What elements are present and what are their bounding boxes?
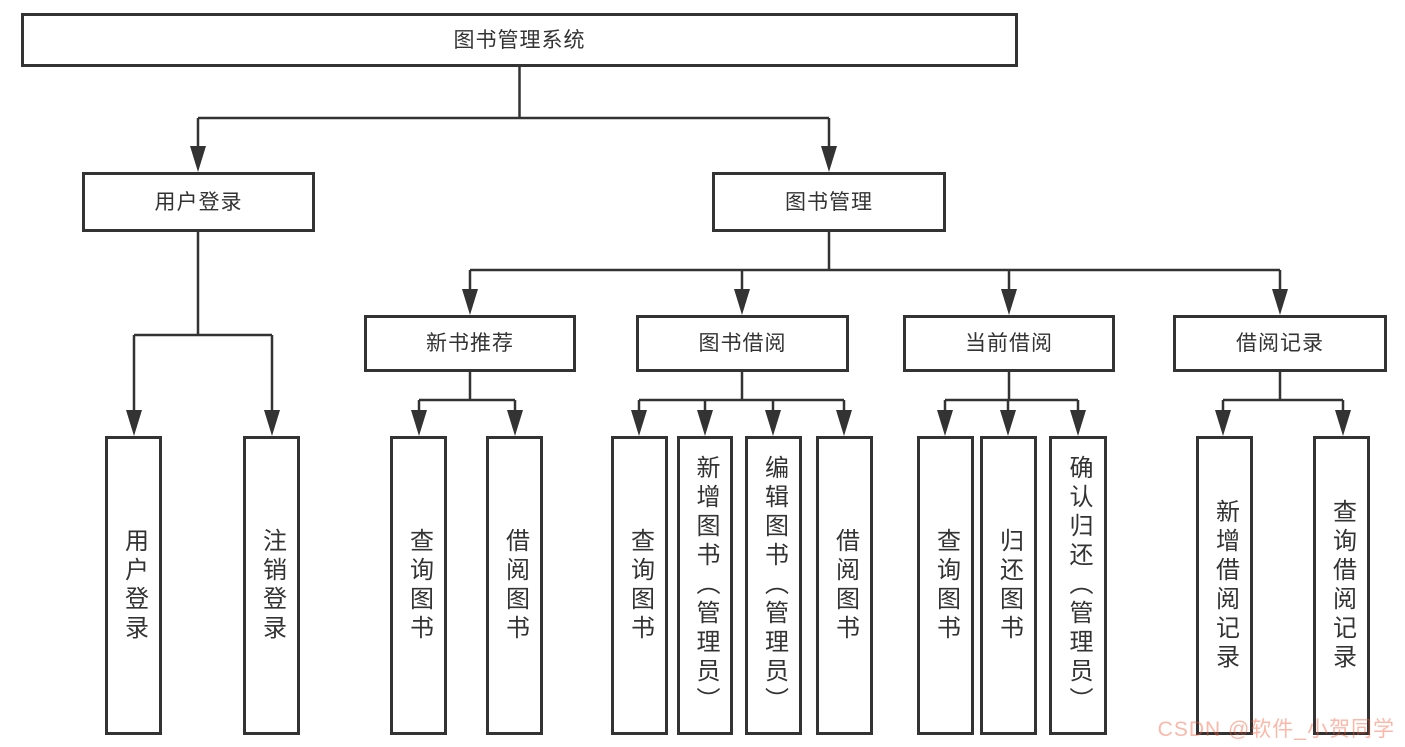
arrow-icon <box>190 146 206 172</box>
arrow-icon <box>126 410 142 436</box>
node-label: 确认归还（管理员） <box>1065 455 1092 716</box>
arrowheads <box>126 146 1351 436</box>
arrow-icon <box>264 410 280 436</box>
node-label: 查询图书 <box>405 527 433 644</box>
arrow-icon <box>411 410 427 436</box>
node-label: 图书借阅 <box>698 332 787 355</box>
arrow-icon <box>697 410 713 436</box>
node-label: 当前借阅 <box>965 332 1053 355</box>
node-label: 借阅图书 <box>501 527 529 644</box>
leaf-query-books-current: 查询图书 <box>917 436 974 735</box>
leaf-borrow-books: 借阅图书 <box>816 436 873 735</box>
arrow-icon <box>1272 289 1288 315</box>
csdn-watermark: CSDN @软件_小贺同学 <box>1157 718 1395 741</box>
node-label: 新增图书（管理员） <box>692 455 719 716</box>
leaf-confirm-return-admin: 确认归还（管理员） <box>1049 436 1107 735</box>
node-book-borrow: 图书借阅 <box>636 315 849 372</box>
arrow-icon <box>1215 410 1231 436</box>
node-label: 注销登录 <box>258 527 286 644</box>
node-label: 借阅记录 <box>1236 332 1324 355</box>
node-label: 图书管理系统 <box>453 28 586 52</box>
node-label: 用户登录 <box>120 527 148 644</box>
arrow-icon <box>1335 410 1351 436</box>
leaf-user-login: 用户登录 <box>105 436 162 735</box>
node-label: 新书推荐 <box>426 332 514 355</box>
node-label: 新增借阅记录 <box>1211 498 1239 673</box>
arrow-icon <box>631 410 647 436</box>
arrow-icon <box>1070 410 1086 436</box>
leaf-edit-books-admin: 编辑图书（管理员） <box>745 436 802 735</box>
leaf-add-borrow-record: 新增借阅记录 <box>1196 436 1253 735</box>
leaf-borrow-books-recommend: 借阅图书 <box>486 436 543 735</box>
node-label: 用户登录 <box>154 190 243 214</box>
leaf-query-books-recommend: 查询图书 <box>390 436 447 735</box>
arrow-icon <box>734 289 750 315</box>
node-label: 归还图书 <box>995 527 1023 644</box>
node-label: 图书管理 <box>785 190 873 214</box>
arrow-icon <box>937 410 953 436</box>
node-label: 查询图书 <box>932 527 960 644</box>
node-root-system: 图书管理系统 <box>21 13 1018 67</box>
arrow-icon <box>462 289 478 315</box>
connector-lines <box>132 67 1345 411</box>
node-label: 查询图书 <box>626 527 654 644</box>
arrow-icon <box>1000 410 1016 436</box>
node-label: 编辑图书（管理员） <box>760 455 788 716</box>
node-book-management: 图书管理 <box>712 172 946 232</box>
leaf-add-books-admin: 新增图书（管理员） <box>677 436 733 735</box>
arrow-icon <box>765 410 781 436</box>
leaf-logout: 注销登录 <box>243 436 300 735</box>
node-label: 借阅图书 <box>831 527 859 644</box>
arrow-icon <box>821 146 837 172</box>
node-borrow-records: 借阅记录 <box>1173 315 1387 372</box>
node-user-login: 用户登录 <box>82 172 315 232</box>
leaf-return-books: 归还图书 <box>980 436 1037 735</box>
arrow-icon <box>836 410 852 436</box>
leaf-query-books-borrow: 查询图书 <box>611 436 668 735</box>
arrow-icon <box>507 410 523 436</box>
node-new-book-recommend: 新书推荐 <box>364 315 576 372</box>
arrow-icon <box>1001 289 1017 315</box>
leaf-query-borrow-record: 查询借阅记录 <box>1313 436 1370 735</box>
node-current-borrow: 当前借阅 <box>903 315 1115 372</box>
node-label: 查询借阅记录 <box>1328 498 1356 673</box>
